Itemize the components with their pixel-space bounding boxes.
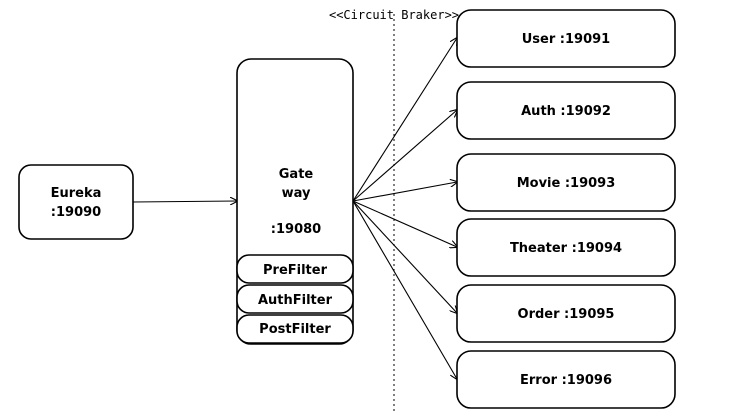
gateway-name-line1: Gate [279,167,314,182]
auth-service-node: Auth :19092 [456,81,676,140]
gateway-to-error-arrow [352,200,457,379]
gateway-to-user-arrow [352,38,457,202]
postfilter-label: PostFilter [259,322,331,337]
movie-service-node: Movie :19093 [456,153,676,212]
gateway-to-movie-arrow [352,182,457,202]
order-service-node: Order :19095 [456,284,676,343]
circuit-breaker-label: <<Circuit Braker>> [329,8,459,22]
gateway-to-order-arrow [352,200,457,313]
eureka-to-gateway-arrow [132,201,237,202]
user-service-node: User :19091 [456,9,676,68]
prefilter-label: PreFilter [263,263,328,278]
theater-service-node: Theater :19094 [456,218,676,277]
error-service-node: Error :19096 [456,350,676,409]
authfilter-box: AuthFilter [236,284,354,314]
postfilter-box: PostFilter [236,314,354,344]
gateway-port: :19080 [271,222,321,237]
eureka-port: :19090 [51,205,101,220]
theater-service-label: Theater :19094 [510,241,622,256]
error-service-label: Error :19096 [520,373,612,388]
gateway-to-theater-arrow [352,200,457,247]
movie-service-label: Movie :19093 [517,176,616,191]
prefilter-box: PreFilter [236,254,354,284]
eureka-name: Eureka [51,186,102,201]
eureka-node: Eureka :19090 [18,164,134,240]
gateway-name-line2: way [282,186,311,201]
order-service-label: Order :19095 [518,307,615,322]
gateway-to-auth-arrow [352,110,457,202]
auth-service-label: Auth :19092 [521,104,611,119]
user-service-label: User :19091 [522,32,610,47]
authfilter-label: AuthFilter [258,293,333,308]
